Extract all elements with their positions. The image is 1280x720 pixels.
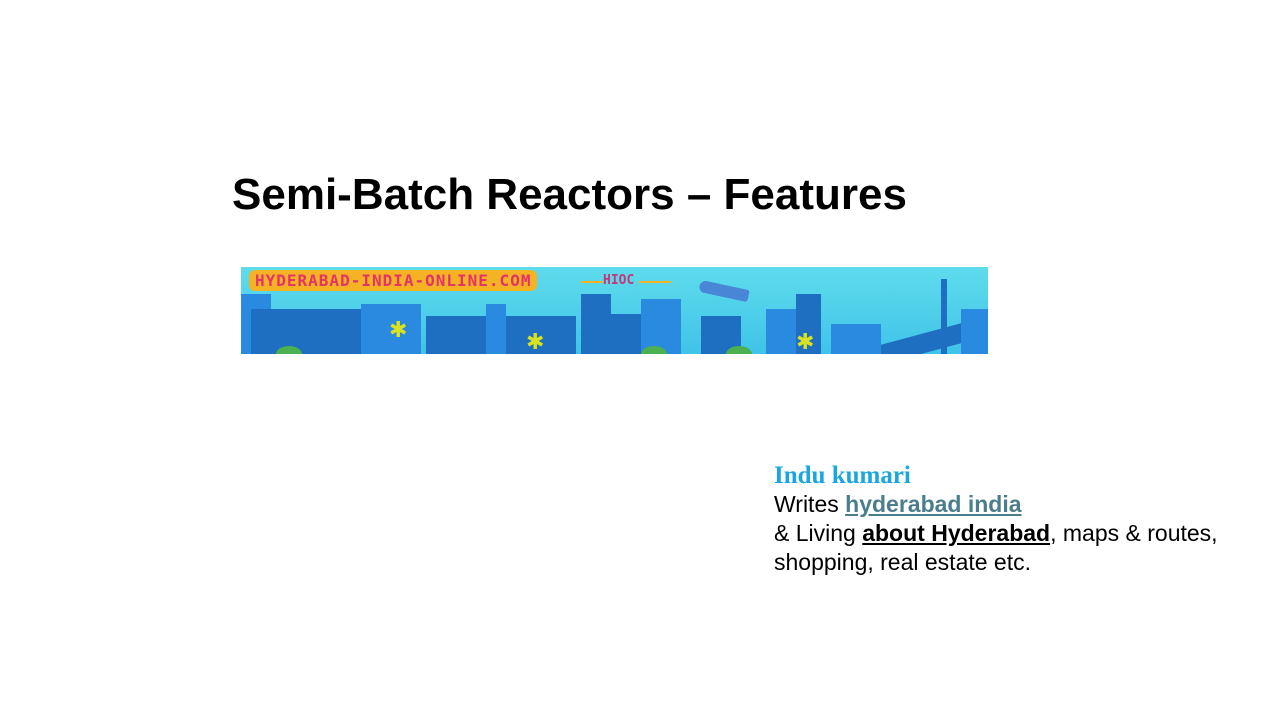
living-suffix: , maps & routes, bbox=[1050, 520, 1218, 546]
banner-logo-text: HYDERABAD-INDIA-ONLINE.COM bbox=[249, 270, 538, 291]
writes-line: Writes hyderabad india bbox=[774, 490, 1218, 519]
author-name: Indu kumari bbox=[774, 462, 911, 489]
living-line: & Living about Hyderabad, maps & routes, bbox=[774, 519, 1218, 548]
hyderabad-banner-image[interactable]: ✱ ✱ ✱ HYDERABAD-INDIA-ONLINE.COM HIOC bbox=[241, 267, 988, 354]
about-hyderabad-link[interactable]: about Hyderabad bbox=[862, 520, 1051, 546]
author-block: Indu kumari Writes hyderabad india & Liv… bbox=[774, 461, 1218, 577]
writes-prefix: Writes bbox=[774, 491, 846, 517]
hyderabad-india-link[interactable]: hyderabad india bbox=[845, 491, 1022, 517]
slide-title: Semi-Batch Reactors – Features bbox=[232, 170, 907, 219]
banner-tag-text: HIOC bbox=[603, 273, 635, 288]
living-prefix: & Living bbox=[774, 520, 863, 546]
last-line: shopping, real estate etc. bbox=[774, 549, 1031, 575]
airplane-icon bbox=[698, 279, 750, 303]
